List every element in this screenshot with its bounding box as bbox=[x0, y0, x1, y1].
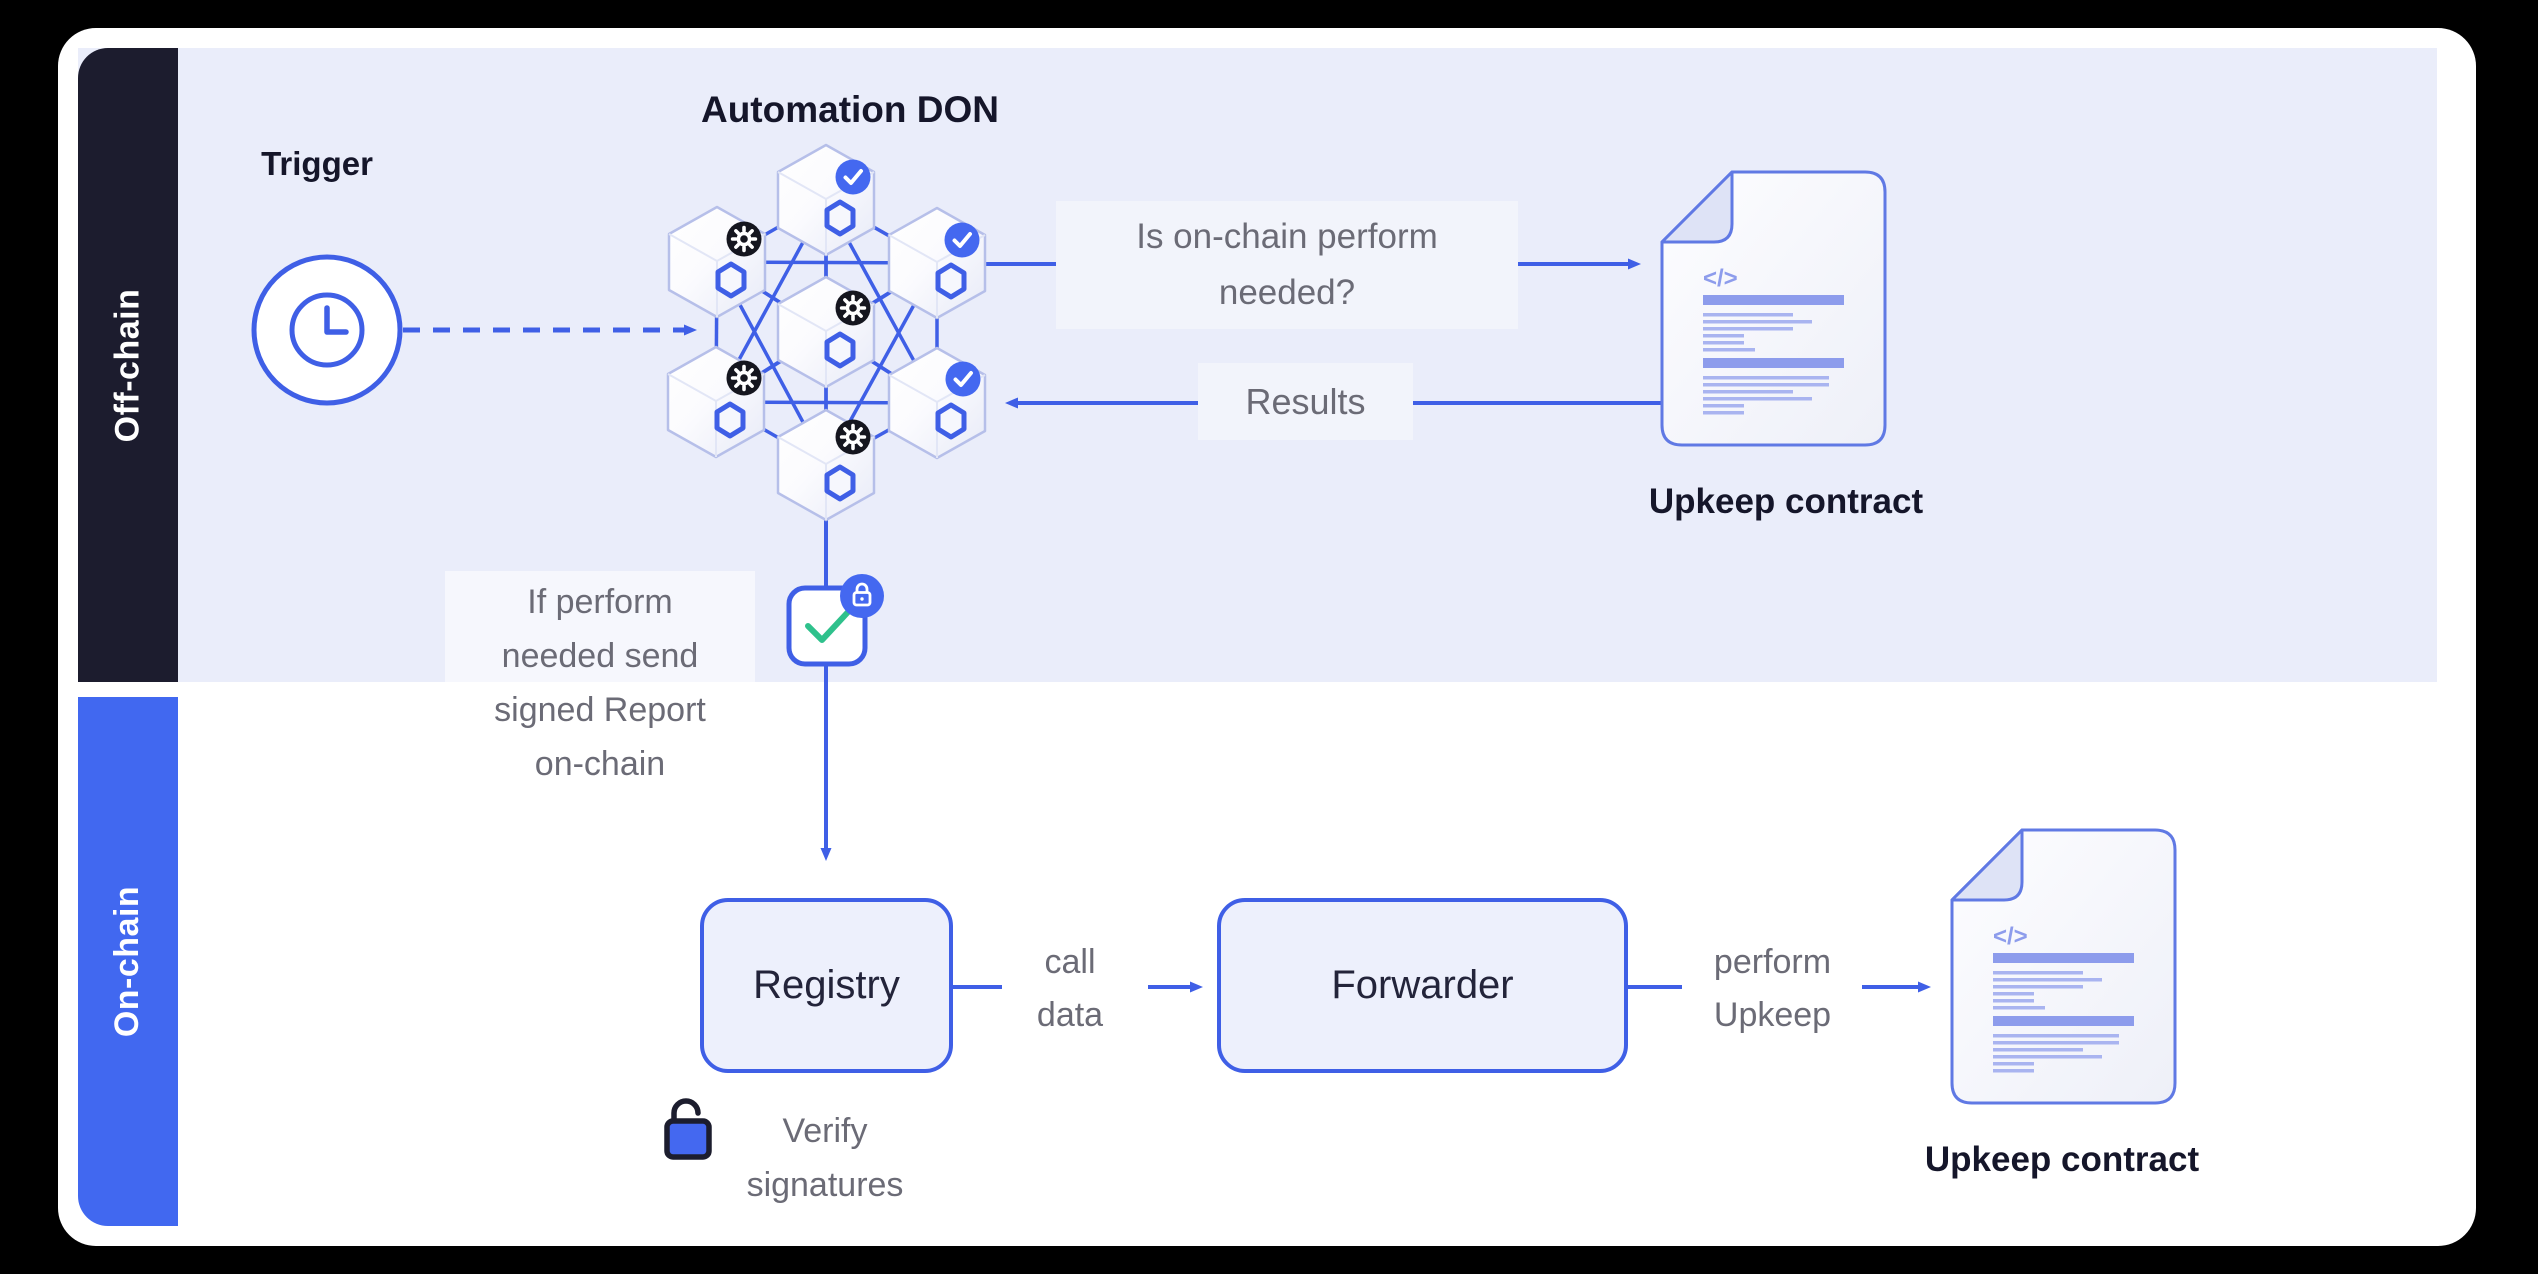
clock-icon bbox=[251, 254, 403, 406]
lock-closed-icon bbox=[840, 574, 884, 618]
perform-upkeep-label: perform Upkeep bbox=[1713, 943, 1832, 1034]
chainlink-node-icon bbox=[889, 208, 985, 318]
check-badge-icon bbox=[833, 157, 873, 197]
registry-label: Registry bbox=[753, 963, 900, 1007]
forwarder-box: Forwarder bbox=[1217, 898, 1628, 1073]
check-square-icon bbox=[786, 574, 884, 667]
offchain-sidebar: Off-chain bbox=[78, 48, 178, 682]
code-document-icon bbox=[1660, 170, 1887, 447]
check-badge-icon bbox=[942, 220, 982, 260]
verify-signatures-label: Verify signatures bbox=[746, 1112, 904, 1204]
call-data-label: call data bbox=[1036, 943, 1104, 1034]
lock-open-icon bbox=[664, 1098, 712, 1160]
gear-badge-icon bbox=[833, 417, 873, 457]
upkeep-contract-label-offchain: Upkeep contract bbox=[1648, 482, 1924, 521]
forwarder-label: Forwarder bbox=[1331, 963, 1514, 1007]
signed-report-note: If perform needed send signed Report on-… bbox=[445, 571, 755, 795]
gear-badge-icon bbox=[833, 288, 873, 328]
gear-badge-icon bbox=[724, 219, 764, 259]
registry-box: Registry bbox=[700, 898, 953, 1073]
results-label: Results bbox=[1198, 363, 1413, 440]
onchain-sidebar: On-chain bbox=[78, 697, 178, 1226]
perform-question-label: Is on-chain perform needed? bbox=[1056, 201, 1518, 329]
code-document-icon bbox=[1950, 828, 2177, 1105]
automation-don-title: Automation DON bbox=[700, 89, 1000, 130]
upkeep-contract-label-onchain: Upkeep contract bbox=[1924, 1140, 2200, 1179]
check-badge-icon bbox=[943, 359, 983, 399]
gear-badge-icon bbox=[724, 358, 764, 398]
trigger-label: Trigger bbox=[261, 145, 373, 182]
